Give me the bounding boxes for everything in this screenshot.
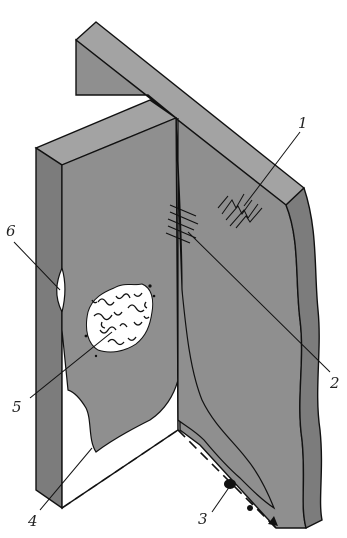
front-plate-end-face	[36, 148, 62, 508]
callout-label-1: 1	[298, 114, 308, 132]
leader-line-3	[212, 486, 230, 512]
callout-label-6: 6	[6, 222, 16, 240]
callout-label-4: 4	[27, 512, 38, 530]
callout-label-2: 2	[329, 374, 340, 392]
callout-label-5: 5	[12, 398, 22, 416]
callout-label-3: 3	[198, 510, 208, 528]
